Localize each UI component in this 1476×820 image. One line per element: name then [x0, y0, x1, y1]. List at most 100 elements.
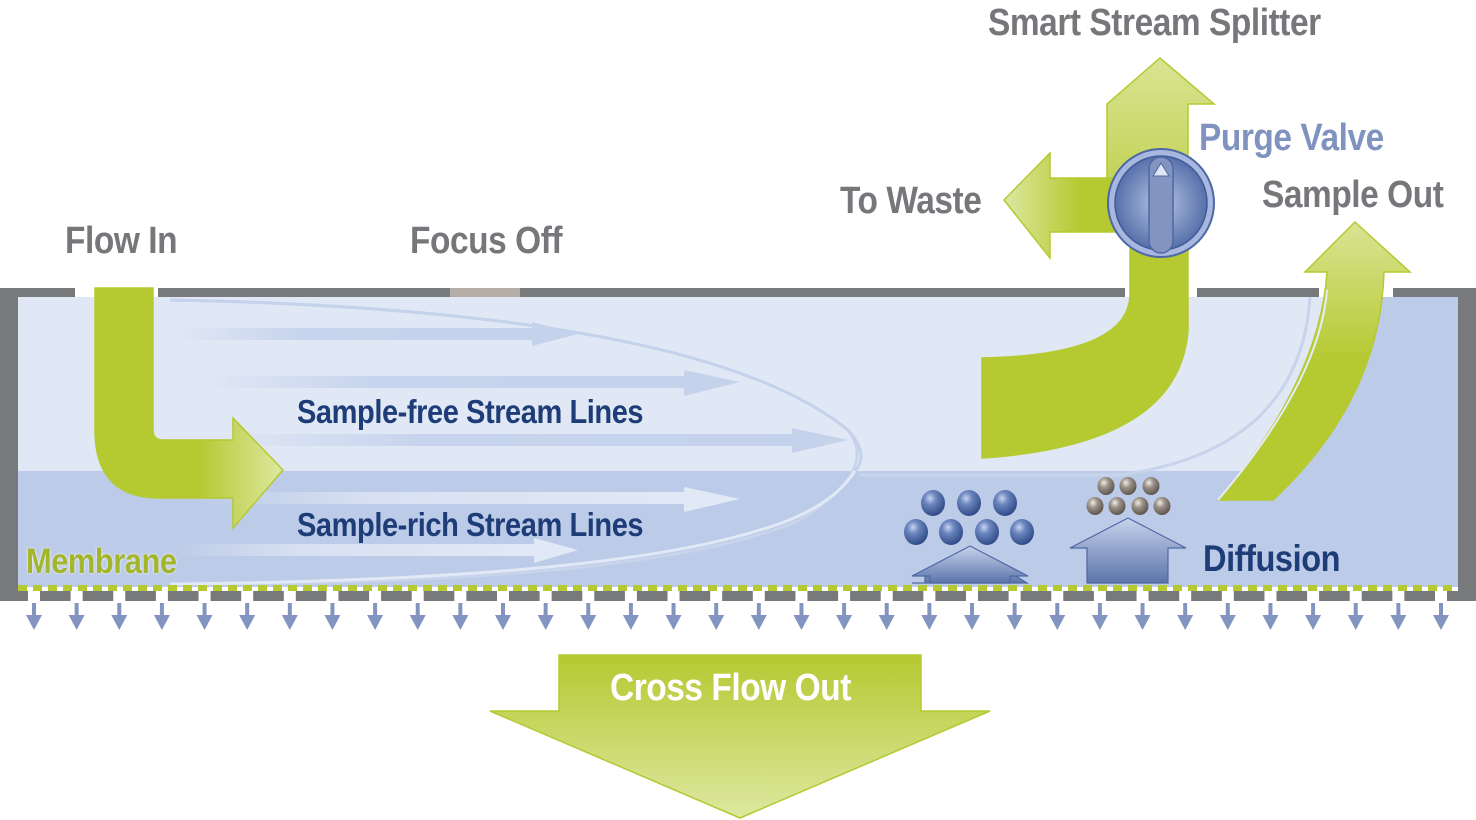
drain-arrow-head	[367, 615, 384, 630]
frit-gap	[113, 591, 126, 601]
drain-arrow-head	[665, 615, 682, 630]
drain-arrow-shaft	[543, 603, 548, 617]
right-wall	[1458, 288, 1476, 601]
drain-arrow-head	[495, 615, 511, 630]
diffusion-arrow-small-particles	[1069, 517, 1187, 584]
frit-gap	[795, 591, 808, 601]
drain-arrow-head	[281, 615, 298, 630]
drain-arrow-head	[1219, 615, 1236, 630]
drain-arrow-head	[964, 615, 980, 630]
drain-arrow-head	[1433, 615, 1449, 630]
drain-arrow-shaft	[501, 603, 505, 617]
drain-arrow-shaft	[415, 603, 420, 617]
frit-gap	[411, 591, 424, 601]
frit-gap	[710, 591, 723, 601]
drain-arrow-head	[1049, 615, 1066, 630]
focus-port	[450, 288, 520, 297]
frit-gap	[923, 591, 936, 601]
focus-off-label: Focus Off	[410, 220, 563, 262]
cross-flow-out-arrow	[489, 654, 991, 819]
frit-gap	[1221, 591, 1234, 601]
drain-arrow-shaft	[74, 603, 79, 617]
drain-arrow-head	[409, 615, 426, 630]
split-boundary-curve	[860, 296, 1312, 477]
frit-gap	[1179, 591, 1192, 601]
frit-gap	[155, 591, 168, 601]
bottom-wall	[0, 591, 1476, 601]
drain-arrow-shaft	[671, 603, 676, 617]
frit-gap	[1051, 591, 1064, 601]
frit-gap	[28, 591, 40, 601]
frit-gap	[1435, 591, 1447, 601]
top-wall-segment	[1393, 288, 1476, 297]
frit-gap	[880, 591, 893, 601]
drain-arrow-shaft	[1353, 603, 1358, 617]
frit-gap	[752, 591, 765, 601]
frit-gap	[283, 591, 296, 601]
valve-direction-icon	[1152, 162, 1170, 177]
frit-gap	[1307, 591, 1320, 601]
valve-handle[interactable]	[1148, 156, 1174, 254]
purge-valve-knob[interactable]	[1107, 148, 1215, 258]
drain-arrow-shaft	[202, 603, 207, 617]
frit-gap	[326, 591, 339, 601]
frit-gap	[369, 591, 382, 601]
large-particle	[1010, 519, 1034, 545]
drain-arrow-shaft	[1183, 603, 1188, 617]
drain-arrow-head	[537, 615, 554, 630]
drain-arrow-shaft	[1396, 603, 1401, 617]
drain-arrow-shaft	[1097, 603, 1102, 617]
drain-arrow-head	[324, 615, 341, 630]
large-particles	[904, 490, 1034, 545]
drain-arrow-shaft	[756, 603, 761, 617]
frit-gap	[1349, 591, 1362, 601]
drain-arrow-head	[1305, 615, 1322, 630]
drain-arrow-head	[1134, 615, 1151, 630]
frit-gap	[582, 591, 595, 601]
drain-arrow-head	[1006, 615, 1023, 630]
drain-arrow-shaft	[927, 603, 932, 617]
large-particle	[939, 519, 963, 545]
large-particle	[921, 490, 945, 516]
channel-walls	[0, 288, 1476, 601]
frit-gap	[667, 591, 680, 601]
drain-arrow-shaft	[714, 603, 719, 617]
purge-valve-label: Purge Valve	[1199, 117, 1384, 159]
drain-arrow-head	[793, 615, 810, 630]
drain-arrow-head	[68, 615, 85, 630]
frit-gap	[198, 591, 211, 601]
drain-arrow-shaft	[1055, 603, 1060, 617]
drain-arrow-head	[153, 615, 170, 630]
drain-arrow-head	[26, 615, 42, 630]
frit-gap	[1264, 591, 1277, 601]
sample-out-edge	[1217, 289, 1328, 501]
to-waste-label: To Waste	[840, 180, 982, 222]
drain-arrow-shaft	[1012, 603, 1017, 617]
small-particles	[1086, 477, 1171, 515]
drain-arrow-head	[1347, 615, 1364, 630]
drain-arrow-shaft	[1311, 603, 1316, 617]
left-wall	[0, 288, 18, 601]
cross-flow-drain-arrows	[26, 603, 1449, 630]
top-wall-segment	[1197, 288, 1319, 297]
small-particle	[1131, 497, 1149, 515]
frit-gap	[497, 591, 509, 601]
frit-gap	[624, 591, 637, 601]
frit-gap	[1392, 591, 1405, 601]
drain-arrow-shaft	[32, 603, 36, 617]
drain-arrow-head	[708, 615, 725, 630]
frit-gap	[1093, 591, 1106, 601]
small-particle	[1097, 477, 1115, 495]
diffusion-arrow-head	[911, 545, 1029, 584]
drain-arrow-shaft	[884, 603, 889, 617]
sample-out-arrow	[1216, 220, 1412, 501]
stream-arrow	[210, 428, 848, 453]
membrane-label: Membrane	[26, 542, 177, 581]
bottom-frit	[0, 591, 1476, 601]
large-particle	[957, 490, 981, 516]
flow-profile-lower	[169, 470, 857, 586]
drain-arrow-shaft	[970, 603, 974, 617]
flow-profile-upper	[169, 298, 863, 473]
drain-arrow-shaft	[245, 603, 250, 617]
frit-gap	[539, 591, 552, 601]
